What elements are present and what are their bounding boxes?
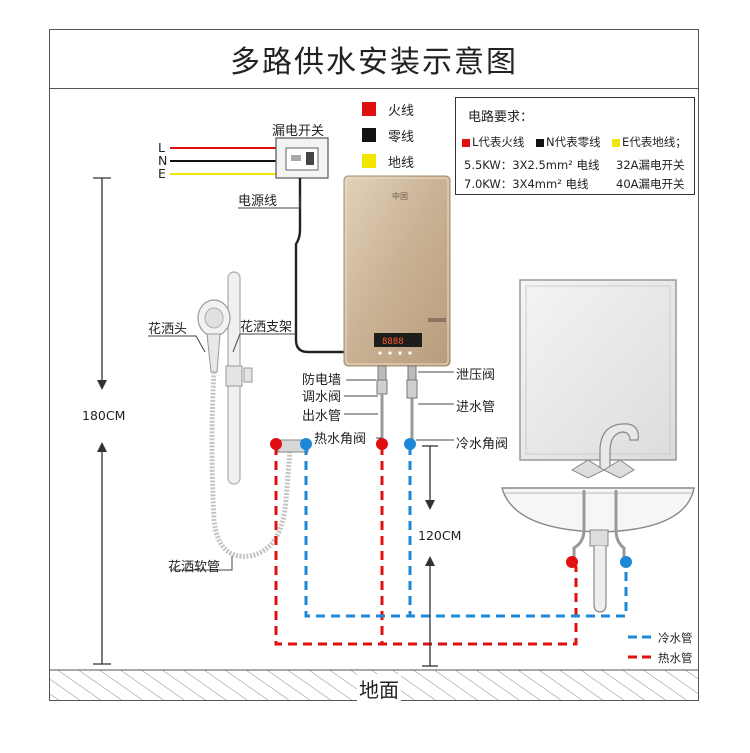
electrical-requirements: 电路要求： L代表火线 N代表零线 E代表地线； 5.5KW：3X2.5mm² … [455, 97, 695, 195]
cold-cap-basin [620, 556, 632, 568]
cold-pipe-legend-label: 冷水管 [658, 631, 693, 645]
legend-swatch-neutral [362, 128, 376, 142]
shower-hose-label: 花洒软管 [168, 560, 221, 575]
legend-neutral-label: 零线 [388, 130, 415, 145]
shower-head-shape [197, 299, 231, 373]
title-bar: 多路供水安装示意图 [49, 29, 699, 89]
legend-live-label: 火线 [388, 104, 415, 119]
ground-label: 地面 [357, 674, 401, 703]
anti-electric-wall-label: 防电墙 [302, 373, 342, 388]
basin [501, 487, 695, 533]
hot-cap-left [270, 438, 282, 450]
cold-cap-heater [404, 438, 416, 450]
legend-swatch-live [362, 102, 376, 116]
legend-swatch-earth [362, 154, 376, 168]
height-180-label: 180CM [82, 408, 126, 423]
power-cord-label: 电源线 [238, 194, 278, 209]
diagram-title: 多路供水安装示意图 [230, 44, 518, 80]
pressure-relief-valve-label: 泄压阀 [456, 368, 496, 383]
hot-pipe-legend-label: 热水管 [658, 651, 693, 665]
heater-display [374, 333, 422, 347]
req-spec-70-power: 7.0KW：3X4mm² 电线 [464, 177, 589, 191]
mirror [519, 279, 677, 461]
cold-cap-left [300, 438, 312, 450]
req-spec-55-power: 5.5KW：3X2.5mm² 电线 [464, 158, 600, 172]
req-spec-55-breaker: 32A漏电开关 [616, 158, 685, 172]
leakage-switch-label: 漏电开关 [272, 124, 325, 139]
outlet-pipe-label: 出水管 [302, 409, 342, 424]
req-item-live: L代表火线 [462, 134, 524, 150]
power-cord [294, 178, 348, 354]
cold-pipe-left [304, 446, 628, 618]
shower-hose-shape [209, 371, 293, 559]
legend-earth-label: 地线 [388, 156, 415, 171]
wire-L-label: L [158, 140, 165, 155]
req-spec-70-breaker: 40A漏电开关 [616, 177, 685, 191]
regulating-valve-label: 调水阀 [302, 390, 342, 405]
cold-angle-valve-label: 冷水角阀 [456, 437, 509, 452]
faucet [599, 423, 639, 471]
shower-head-label: 花洒头 [148, 322, 188, 337]
height-120-label: 120CM [418, 528, 462, 543]
requirements-title: 电路要求： [468, 110, 534, 125]
hot-angle-valve-label: 热水角阀 [314, 432, 367, 447]
req-item-earth: E代表地线； [612, 134, 687, 150]
svg-text:8888: 8888 [382, 337, 404, 347]
req-item-neutral: N代表零线 [536, 134, 601, 150]
water-heater [343, 175, 451, 367]
hot-cap-heater [376, 438, 388, 450]
inlet-pipe-label: 进水管 [456, 400, 496, 415]
hot-cap-basin [566, 556, 578, 568]
wire-N-label: N [158, 153, 168, 168]
shower-bracket-label: 花洒支架 [240, 320, 293, 335]
heater-brand: 中国 [392, 192, 408, 201]
hot-pipe-left [274, 446, 578, 646]
wire-E-label: E [158, 166, 166, 181]
